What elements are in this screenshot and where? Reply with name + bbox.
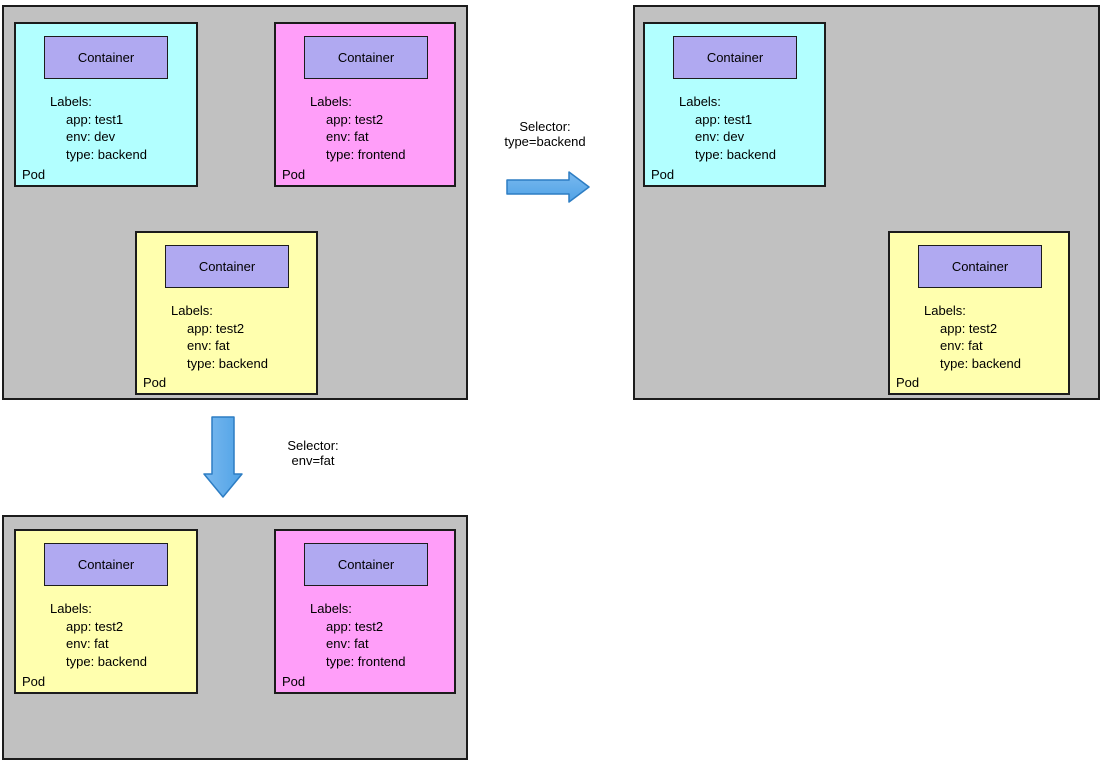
container-label: Container — [706, 50, 764, 65]
pod-label: Pod — [22, 674, 46, 689]
labels-block: Labels: app: test2 env: fat type: backen… — [171, 302, 268, 372]
labels-heading: Labels: — [171, 303, 213, 318]
label-app: app: test1 — [66, 111, 124, 127]
pod-label: Pod — [143, 375, 167, 390]
selected-by-env-fat-group: Container Labels: app: test2 env: fat ty… — [2, 515, 468, 760]
container-box: Container — [918, 245, 1042, 288]
pod-label: Pod — [282, 167, 306, 182]
label-app: app: test2 — [326, 111, 384, 127]
container-box: Container — [165, 245, 289, 288]
labels-block: Labels: app: test2 env: fat type: fronte… — [310, 93, 406, 163]
label-env: env: fat — [940, 338, 983, 353]
container-box: Container — [673, 36, 797, 79]
container-label: Container — [198, 259, 256, 274]
labels-block: Labels: app: test2 env: fat type: backen… — [924, 302, 1021, 372]
label-env: env: dev — [66, 129, 116, 144]
labels-heading: Labels: — [924, 303, 966, 318]
selector-title: Selector: — [519, 119, 571, 134]
label-type: type: backend — [187, 355, 268, 371]
labels-heading: Labels: — [310, 94, 352, 109]
pod-label: Pod — [282, 674, 306, 689]
pod-test2-frontend: Container Labels: app: test2 env: fat ty… — [274, 529, 456, 694]
label-type: type: backend — [940, 355, 1021, 371]
container-label: Container — [337, 50, 395, 65]
label-app: app: test1 — [695, 111, 753, 127]
pod-test2-frontend: Container Labels: app: test2 env: fat ty… — [274, 22, 456, 187]
pod-label: Pod — [651, 167, 675, 182]
label-env: env: fat — [187, 338, 230, 353]
label-env: env: fat — [66, 636, 109, 651]
container-box: Container — [304, 543, 428, 586]
label-type: type: backend — [66, 146, 147, 162]
labels-heading: Labels: — [50, 601, 92, 616]
labels-heading: Labels: — [679, 94, 721, 109]
labels-block: Labels: app: test2 env: fat type: fronte… — [310, 600, 406, 670]
arrow-right-icon — [506, 171, 590, 203]
container-box: Container — [44, 36, 168, 79]
pod-label: Pod — [22, 167, 46, 182]
container-label: Container — [77, 557, 135, 572]
container-label: Container — [77, 50, 135, 65]
selected-by-type-backend-group: Container Labels: app: test1 env: dev ty… — [633, 5, 1100, 400]
pod-test1-backend: Container Labels: app: test1 env: dev ty… — [643, 22, 826, 187]
pod-label: Pod — [896, 375, 920, 390]
labels-block: Labels: app: test1 env: dev type: backen… — [679, 93, 776, 163]
selector-expression: env=fat — [291, 453, 335, 468]
labels-heading: Labels: — [310, 601, 352, 616]
arrow-down-icon — [203, 416, 243, 498]
pod-test2-backend: Container Labels: app: test2 env: fat ty… — [888, 231, 1070, 395]
labels-block: Labels: app: test2 env: fat type: backen… — [50, 600, 147, 670]
selector-type-backend-label: Selector: type=backend — [485, 119, 605, 149]
label-env: env: fat — [326, 636, 369, 651]
label-app: app: test2 — [66, 618, 124, 634]
label-app: app: test2 — [187, 320, 245, 336]
label-app: app: test2 — [326, 618, 384, 634]
label-env: env: dev — [695, 129, 745, 144]
label-env: env: fat — [326, 129, 369, 144]
container-label: Container — [951, 259, 1009, 274]
pod-test2-backend: Container Labels: app: test2 env: fat ty… — [135, 231, 318, 395]
label-type: type: frontend — [326, 146, 406, 162]
label-type: type: backend — [695, 146, 776, 162]
label-type: type: backend — [66, 653, 147, 669]
container-label: Container — [337, 557, 395, 572]
labels-block: Labels: app: test1 env: dev type: backen… — [50, 93, 147, 163]
labels-heading: Labels: — [50, 94, 92, 109]
selector-title: Selector: — [287, 438, 339, 453]
pod-test1-backend: Container Labels: app: test1 env: dev ty… — [14, 22, 198, 187]
pod-test2-backend: Container Labels: app: test2 env: fat ty… — [14, 529, 198, 694]
container-box: Container — [304, 36, 428, 79]
label-type: type: frontend — [326, 653, 406, 669]
selector-env-fat-label: Selector: env=fat — [263, 438, 363, 468]
source-pods-group: Container Labels: app: test1 env: dev ty… — [2, 5, 468, 400]
selector-expression: type=backend — [504, 134, 586, 149]
container-box: Container — [44, 543, 168, 586]
label-app: app: test2 — [940, 320, 998, 336]
